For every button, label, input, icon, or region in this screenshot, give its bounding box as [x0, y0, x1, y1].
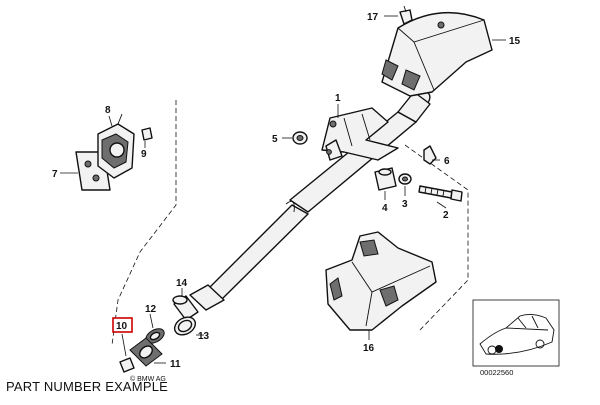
- clip-6-part: [423, 145, 437, 165]
- callout-4: 4: [382, 203, 388, 214]
- callout-2: 2: [443, 210, 449, 221]
- bolt-part: [418, 185, 463, 202]
- callout-14: 14: [176, 278, 188, 289]
- copyright-label: © BMW AG: [130, 376, 166, 383]
- bushing-part: [119, 357, 135, 373]
- lock-housing: [97, 113, 135, 179]
- callout-16: 16: [363, 343, 375, 354]
- upper-bracket: [321, 107, 399, 161]
- callout-5: 5: [272, 134, 278, 145]
- callout-1: 1: [335, 93, 341, 104]
- dashed-guide-right: [404, 144, 469, 331]
- upper-shroud: [381, 11, 493, 97]
- caption-text: PART NUMBER EXAMPLE: [6, 379, 169, 394]
- callout-11: 11: [170, 359, 181, 370]
- nut-3-part: [398, 173, 412, 185]
- callout-9: 9: [141, 149, 147, 160]
- callout-3: 3: [402, 199, 408, 210]
- car-thumbnail: [472, 299, 560, 367]
- callout-15: 15: [509, 36, 521, 47]
- callout-10[interactable]: 10: [116, 321, 128, 332]
- dashed-guide-left: [111, 100, 177, 346]
- seal-ring: [173, 316, 197, 336]
- callout-7: 7: [52, 169, 58, 180]
- callout-12: 12: [145, 304, 157, 315]
- leader-lines: [60, 15, 506, 364]
- highlight-box[interactable]: [112, 317, 133, 333]
- bearing-part: [145, 328, 165, 344]
- bearing-11-part: [129, 337, 163, 367]
- image-code: 00022560: [480, 368, 514, 377]
- boot-part: [172, 295, 199, 321]
- nut-part: [292, 131, 308, 145]
- small-clip: [141, 127, 153, 141]
- callout-6: 6: [444, 156, 450, 167]
- callout-13: 13: [198, 331, 210, 342]
- steering-column-shaft: [189, 90, 431, 311]
- sleeve-part: [374, 167, 397, 191]
- callout-17: 17: [367, 12, 379, 23]
- lower-shroud: [325, 231, 437, 331]
- callout-8: 8: [105, 105, 111, 116]
- clip-part: [399, 5, 413, 25]
